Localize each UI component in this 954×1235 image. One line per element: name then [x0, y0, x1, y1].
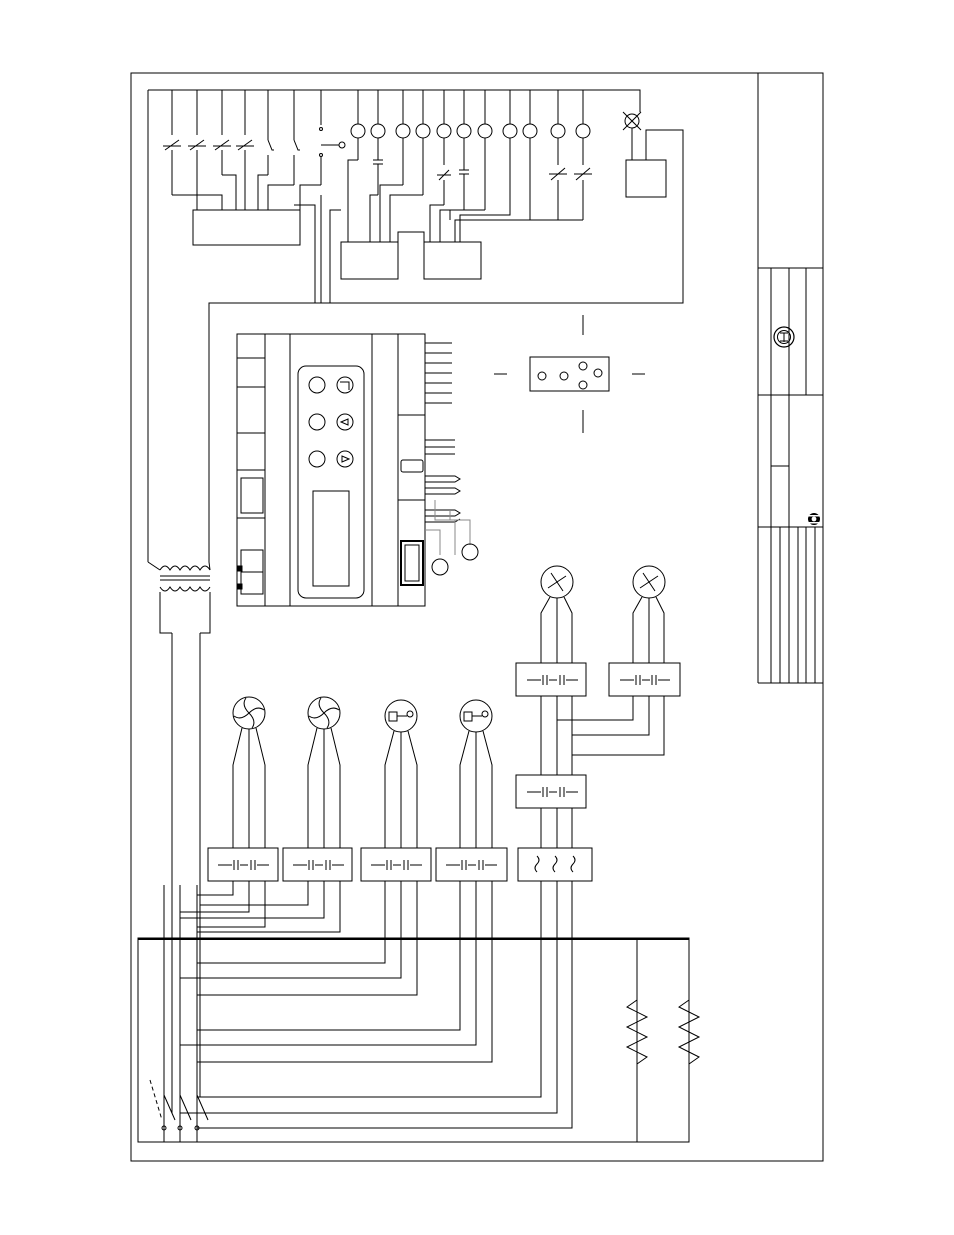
port-1	[241, 550, 263, 572]
prg-button[interactable]	[337, 414, 353, 430]
alarm-box	[626, 160, 666, 197]
relay-board-a	[193, 210, 300, 245]
enter-button[interactable]	[309, 414, 325, 430]
down-arrow-button[interactable]	[309, 451, 325, 467]
alarm-light-icon	[623, 112, 641, 160]
set-button[interactable]	[337, 377, 353, 393]
main-disconnect	[150, 1080, 208, 1130]
probe-connector	[494, 315, 645, 433]
control-circuit	[148, 90, 683, 562]
evaporator-fans	[233, 697, 340, 729]
control-contacts	[163, 90, 345, 195]
condenser-fans	[541, 566, 665, 663]
defrost-heaters	[627, 1000, 699, 1064]
port-2	[401, 541, 423, 585]
mute-button[interactable]	[337, 451, 353, 467]
door-heaters	[385, 700, 492, 732]
transformer	[148, 562, 210, 633]
title-block	[758, 73, 823, 683]
relay-box-b	[341, 242, 398, 279]
relay-box-c	[424, 242, 481, 279]
indicator-lamps	[351, 90, 590, 138]
controller-display	[313, 491, 349, 586]
up-arrow-button[interactable]	[309, 377, 325, 393]
sheet-border	[131, 73, 823, 1161]
company-logo-icon	[808, 513, 820, 525]
main-bus-panel	[138, 885, 689, 1142]
controller-face	[298, 366, 364, 598]
controller	[237, 334, 478, 606]
ul-listed-mark-icon	[774, 327, 794, 347]
